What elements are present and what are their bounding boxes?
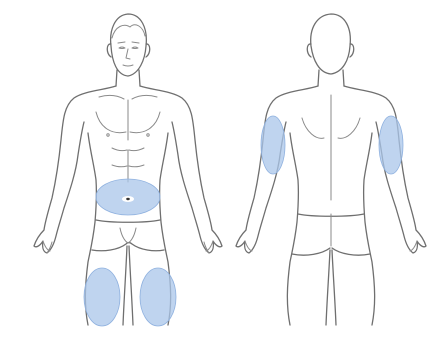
back-neck-left (318, 70, 319, 86)
back-neck-right (343, 70, 344, 86)
back-inner-legs (326, 250, 336, 325)
back-left-shoulder-blade (302, 118, 324, 138)
front-left-side-outline (34, 86, 116, 253)
front-injection-zones (84, 179, 176, 326)
back-left-fingers (245, 241, 252, 251)
front-groin (120, 228, 136, 243)
front-left-eye (119, 47, 125, 49)
front-inner-legs (123, 246, 133, 325)
front-collarbone (99, 95, 157, 99)
front-right-eyebrow (132, 42, 139, 43)
front-body-figure (34, 14, 222, 325)
front-underwear-bottom (92, 243, 164, 251)
back-injection-zones (261, 116, 403, 174)
front-abs (112, 148, 144, 182)
back-right-shoulder-blade (338, 118, 360, 138)
front-head (111, 14, 147, 76)
front-mouth (123, 65, 133, 66)
front-right-nipple (147, 134, 149, 136)
front-right-side-outline (140, 86, 222, 253)
front-neck-left (116, 70, 117, 86)
front-hairline (112, 25, 145, 38)
front-neck-right (139, 70, 140, 86)
front-nose (126, 49, 130, 59)
navel-dot (126, 198, 130, 200)
back-left-torso-side (287, 133, 298, 325)
back-right-fingers (410, 241, 417, 251)
back-head (311, 14, 351, 74)
front-waistband (96, 220, 160, 222)
right-thigh-injection-zone (140, 268, 176, 326)
left-upper-arm-injection-zone (261, 116, 285, 174)
back-shorts-bottom (292, 248, 370, 255)
left-thigh-injection-zone (84, 268, 120, 326)
front-left-nipple (107, 134, 109, 136)
right-upper-arm-injection-zone (379, 116, 403, 174)
front-right-eye (132, 47, 138, 49)
back-right-torso-side (364, 133, 375, 325)
front-left-eyebrow (118, 42, 125, 43)
